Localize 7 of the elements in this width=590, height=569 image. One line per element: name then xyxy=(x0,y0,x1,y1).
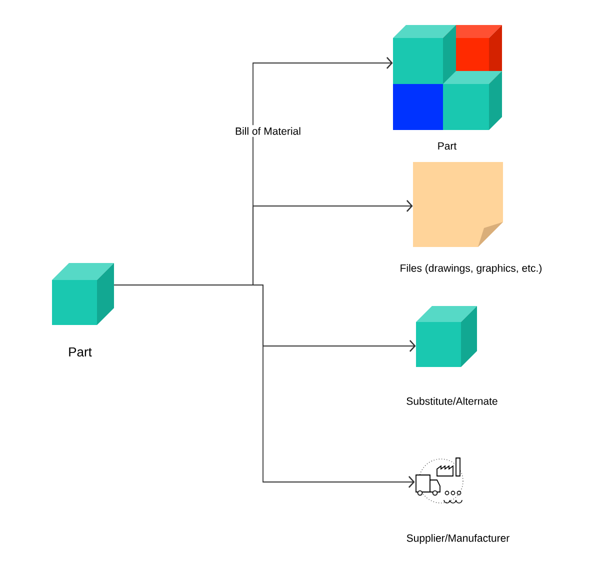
node-label: Part xyxy=(438,142,457,150)
node-label: Substitute/Alternate xyxy=(406,397,498,405)
node-label: Supplier/Manufacturer xyxy=(406,534,510,544)
arrow xyxy=(114,284,415,488)
node-label: Part xyxy=(69,347,92,357)
edge-label: Bill of Material xyxy=(236,127,300,135)
node-label: Files (drawings, graphics, etc.) xyxy=(400,264,542,274)
